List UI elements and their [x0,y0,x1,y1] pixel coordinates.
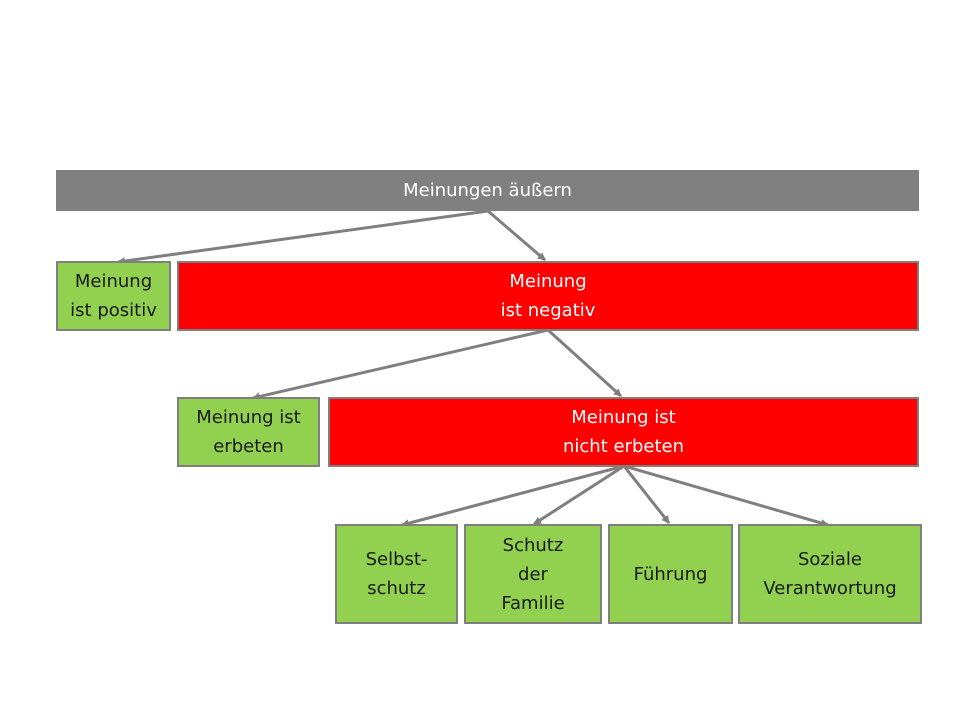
node-express-opinions: Meinungen äußern [56,170,919,211]
arrow-root-to-positive [117,209,489,266]
arrow-to-social-responsibility [623,464,829,527]
arrow-negative-to-not-requested [546,328,623,398]
node-family-protection: Schutz der Familie [464,524,602,624]
node-self-protection: Selbst- schutz [335,524,458,624]
node-opinion-not-requested: Meinung ist nicht erbeten [328,397,919,467]
arrow-root-to-negative [487,209,546,262]
arrow-to-leadership [622,465,671,524]
arrow-to-family-protection [533,464,625,526]
arrow-to-self-protection [401,464,625,528]
node-opinion-negative: Meinung ist negativ [177,261,919,331]
node-opinion-requested: Meinung ist erbeten [177,397,320,467]
node-opinion-positive: Meinung ist positiv [56,261,171,331]
arrow-negative-to-requested [252,328,549,401]
node-leadership: Führung [608,524,733,624]
node-social-responsibility: Soziale Verantwortung [738,524,922,624]
